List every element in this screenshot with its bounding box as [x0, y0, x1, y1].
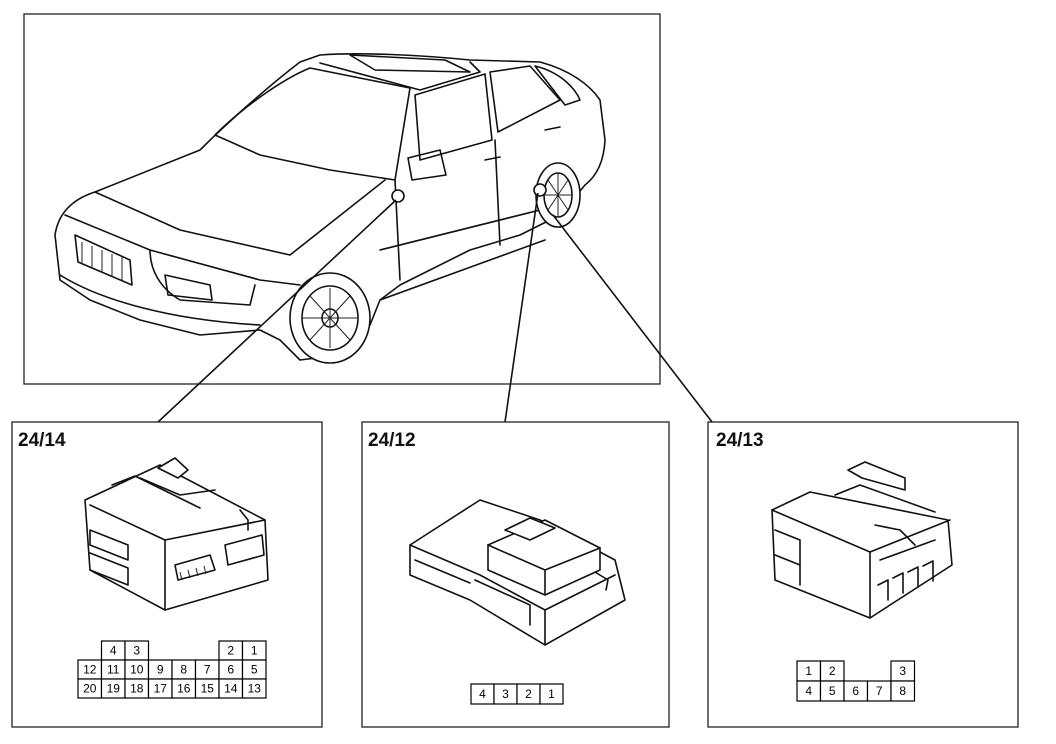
pin-number: 14 [224, 682, 238, 696]
pin-number: 5 [829, 684, 836, 698]
pin-number: 3 [502, 687, 509, 701]
pin-number: 16 [177, 682, 191, 696]
pin-layout-24-14: 4 3 2 1 12 11 10 9 8 7 6 5 20 19 18 17 16 15 14 13 [77, 640, 267, 699]
callout-line-24-13 [552, 214, 713, 423]
pin-number: 6 [227, 663, 234, 677]
pin-number: 4 [110, 644, 117, 658]
pin-number: 2 [525, 687, 532, 701]
pin-number: 19 [107, 682, 121, 696]
connector-label-24-14: 24/14 [18, 430, 66, 451]
pin-number: 3 [899, 664, 906, 678]
pin-number: 11 [107, 663, 120, 677]
connector-panel-24-13: 24/13 1 2 3 4 5 6 7 8 [707, 421, 1019, 728]
connector-label-24-12: 24/12 [368, 430, 416, 451]
pin-number: 1 [548, 687, 555, 701]
connector-drawing-24-12 [409, 499, 626, 646]
pin-number: 7 [204, 663, 211, 677]
connector-drawing-24-14 [84, 457, 269, 611]
pin-number: 15 [201, 682, 215, 696]
pin-number: 20 [83, 682, 97, 696]
pin-number: 12 [83, 663, 97, 677]
pin-number: 5 [251, 663, 258, 677]
pin-number: 2 [227, 644, 234, 658]
car-drawing [54, 53, 606, 364]
callout-line-24-14 [157, 199, 397, 423]
pin-number: 6 [852, 684, 859, 698]
pin-box [890, 680, 916, 702]
pin-number: 7 [876, 684, 883, 698]
callout-lines [157, 192, 713, 423]
connector-panel-24-12: 24/12 4 3 2 1 [361, 421, 670, 728]
pin-number: 17 [154, 682, 168, 696]
pin-number: 18 [130, 682, 144, 696]
car-illustration-panel [23, 13, 661, 385]
pin-number: 2 [829, 664, 836, 678]
pin-number: 3 [133, 644, 140, 658]
connector-panel-24-14: 24/14 4 3 2 1 12 11 10 9 8 7 6 5 20 19 18 17 16 15 14 13 [11, 421, 323, 728]
pin-number: 9 [157, 663, 164, 677]
pin-number: 4 [805, 684, 812, 698]
pin-number: 8 [899, 684, 906, 698]
callout-line-24-12 [504, 192, 539, 423]
connector-drawing-24-13 [771, 461, 953, 619]
pin-number: 1 [251, 644, 258, 658]
pin-layout-24-13: 1 2 3 4 5 6 7 8 [796, 660, 916, 702]
pin-number: 4 [479, 687, 486, 701]
pin-number: 1 [805, 664, 812, 678]
connector-label-24-13: 24/13 [716, 430, 764, 451]
pin-box [539, 683, 564, 705]
pin-box [241, 678, 267, 699]
pin-number: 13 [248, 682, 262, 696]
pin-number: 10 [130, 663, 144, 677]
pin-number: 8 [180, 663, 187, 677]
pin-layout-24-12: 4 3 2 1 [470, 683, 564, 705]
